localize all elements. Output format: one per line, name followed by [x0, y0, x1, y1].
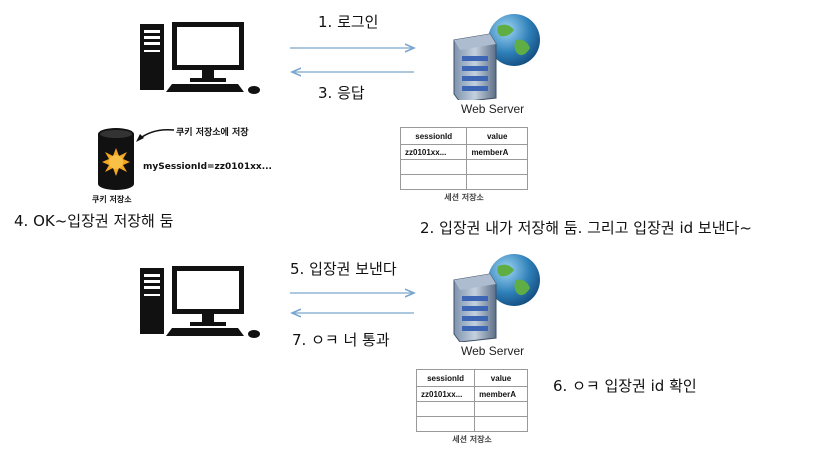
- arrows-scene2: [290, 285, 418, 325]
- step-pass-label: 7. ㅇㅋ 너 통과: [292, 331, 390, 349]
- table-cell: [474, 401, 528, 417]
- client-computer-icon: [140, 22, 260, 94]
- table-row: zz0101xx... memberA: [399, 144, 528, 160]
- web-server-icon: [453, 14, 540, 100]
- cookie-store-icon: [98, 128, 175, 190]
- table-row: [415, 416, 528, 432]
- cookie-sun-icon: [102, 148, 130, 176]
- client-caption: 4. OK~입장권 저장해 둠: [14, 212, 174, 230]
- table-row: [399, 174, 528, 190]
- cookie-value: mySessionId=zz0101xx...: [143, 162, 272, 172]
- table-cell: memberA: [466, 144, 528, 160]
- server-label: Web Server: [461, 102, 525, 116]
- step-login-label: 1. 로그인: [318, 13, 379, 31]
- server-label: Web Server: [461, 344, 525, 358]
- web-server-icon: [453, 254, 540, 342]
- arrows-scene1: [290, 40, 418, 80]
- table-row: zz0101xx... memberA: [415, 386, 528, 402]
- cookie-store-note: 쿠키 저장소에 저장: [176, 128, 249, 138]
- cookie-store-label: 쿠키 저장소: [92, 195, 132, 204]
- session-table-2: sessionId value zz0101xx... memberA 세션 저…: [415, 369, 528, 445]
- table-header: value: [474, 369, 528, 387]
- table-cell: zz0101xx...: [415, 386, 476, 402]
- server-caption: 2. 입장권 내가 저장해 둠. 그리고 입장권 id 보낸다~: [420, 219, 752, 237]
- table-row: [399, 159, 528, 175]
- table-caption: 세션 저장소: [444, 193, 484, 202]
- table-cell: [399, 159, 468, 175]
- table-cell: [415, 401, 476, 417]
- table-cell: memberA: [474, 386, 528, 402]
- table-row: [415, 401, 528, 417]
- table-cell: [415, 416, 476, 432]
- table-cell: [474, 416, 528, 432]
- table-header: value: [466, 127, 528, 145]
- step-send-label: 5. 입장권 보낸다: [290, 260, 397, 278]
- table-cell: [399, 174, 468, 190]
- table-cell: [466, 159, 528, 175]
- table-header: sessionId: [415, 369, 476, 387]
- server-caption: 6. ㅇㅋ 입장권 id 확인: [553, 377, 697, 395]
- client-computer-icon: [140, 266, 260, 338]
- session-table-1: sessionId value zz0101xx... memberA 세션 저…: [399, 127, 528, 203]
- table-cell: [466, 174, 528, 190]
- table-header: sessionId: [399, 127, 468, 145]
- step-response-label: 3. 응답: [318, 84, 365, 102]
- table-caption: 세션 저장소: [452, 435, 492, 444]
- table-cell: zz0101xx...: [399, 144, 468, 160]
